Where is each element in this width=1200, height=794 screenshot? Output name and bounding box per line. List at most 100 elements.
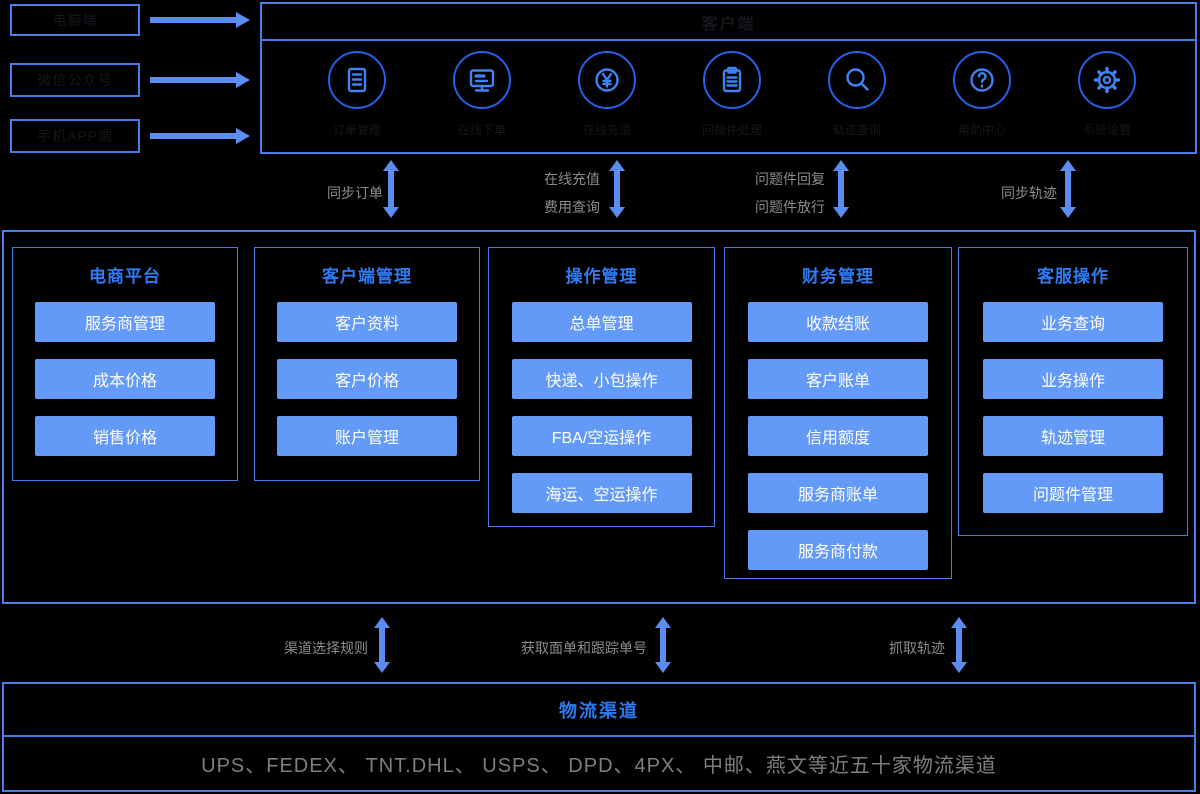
arrow-shaft (838, 169, 844, 209)
arrow-head (383, 207, 399, 218)
column-items: 总单管理 快递、小包操作 FBA/空运操作 海运、空运操作 (489, 302, 714, 513)
help-icon (970, 68, 994, 92)
orders-doc-icon (347, 67, 367, 93)
arrow-head (951, 617, 967, 628)
portal-feature-problem: 问题件处理 (670, 51, 794, 138)
arrow-shaft (150, 77, 237, 83)
client-portal-icon-row: 订单管理 在线下单 (262, 41, 1195, 150)
column-title: 电商平台 (89, 267, 161, 286)
portal-feature-track-query: 轨迹查询 (795, 51, 919, 138)
module-item: 问题件管理 (983, 473, 1163, 513)
column-items: 服务商管理 成本价格 销售价格 (13, 302, 237, 456)
column-title: 操作管理 (565, 267, 638, 286)
double-arrow-recharge (609, 160, 625, 218)
module-item: 总单管理 (511, 302, 692, 342)
module-item: 账户管理 (277, 416, 457, 456)
icon-label: 帮助中心 (957, 123, 1006, 137)
column-title: 客户端管理 (322, 267, 412, 286)
icon-label: 在线充值 (582, 123, 631, 137)
arrow-head (655, 617, 671, 628)
portal-feature-online-order: 在线下单 (420, 51, 544, 138)
source-box-label: 微信公众号 (37, 72, 113, 88)
icon-circle (578, 51, 636, 109)
arrow-shaft (1065, 169, 1071, 209)
column-title: 财务管理 (802, 267, 874, 286)
arrow-head (609, 207, 625, 218)
gear-icon (1093, 66, 1121, 94)
module-item: 收款结账 (748, 302, 928, 342)
right-arrow (150, 72, 250, 88)
arrow-shaft (614, 169, 620, 209)
arrow-head (655, 662, 671, 673)
icon-circle (703, 51, 761, 109)
module-item: 信用额度 (748, 416, 928, 456)
double-arrow-fetch-tracking (951, 617, 967, 673)
logistics-channels-box: 物流渠道 UPS、FEDEX、 TNT.DHL、 USPS、 DPD、4PX、 … (2, 682, 1196, 792)
arrow-shaft (379, 626, 385, 664)
flow-label-problem-release: 问题件放行 (755, 199, 825, 215)
arrow-head (1060, 160, 1076, 171)
column-customer-service: 客服操作 业务查询 业务操作 轨迹管理 问题件管理 (958, 247, 1188, 536)
right-arrow (150, 12, 250, 28)
logistics-carriers-list: UPS、FEDEX、 TNT.DHL、 USPS、 DPD、4PX、 中邮、燕文… (201, 755, 997, 777)
source-box-pc: 电脑端 (10, 4, 140, 36)
portal-feature-settings: 系统设置 (1045, 51, 1169, 138)
yuan-icon (595, 68, 619, 92)
column-items: 业务查询 业务操作 轨迹管理 问题件管理 (959, 302, 1187, 513)
arrow-head (833, 207, 849, 218)
arrow-head (374, 662, 390, 673)
flow-label-fee-query: 费用查询 (544, 199, 600, 215)
module-item: FBA/空运操作 (511, 416, 692, 456)
module-item: 销售价格 (35, 416, 215, 456)
arrow-shaft (660, 626, 666, 664)
arrow-head (609, 160, 625, 171)
clipboard-icon (722, 66, 742, 93)
flow-label-sync-orders: 同步订单 (327, 185, 383, 201)
portal-feature-orders: 订单管理 (295, 51, 419, 138)
double-arrow-get-label (655, 617, 671, 673)
module-item: 快递、小包操作 (511, 359, 692, 399)
logistics-channels-title: 物流渠道 (4, 684, 1194, 737)
icon-label: 在线下单 (457, 123, 506, 137)
column-ecommerce-platform: 电商平台 服务商管理 成本价格 销售价格 (12, 247, 238, 481)
double-arrow-sync-tracking (1060, 160, 1076, 218)
module-item: 成本价格 (35, 359, 215, 399)
module-item: 客户价格 (277, 359, 457, 399)
source-box-app: 手机APP端 (10, 119, 140, 153)
portal-feature-help: 帮助中心 (920, 51, 1044, 138)
client-portal-title: 客户端 (262, 4, 1195, 41)
source-box-label: 手机APP端 (36, 128, 113, 144)
arrow-head (236, 128, 250, 144)
module-item: 服务商付款 (748, 530, 928, 570)
module-item: 海运、空运操作 (511, 473, 692, 513)
double-arrow-sync-orders (383, 160, 399, 218)
search-icon (846, 68, 869, 91)
right-arrow (150, 128, 250, 144)
column-title: 客服操作 (1037, 267, 1109, 286)
monitor-icon (469, 69, 495, 92)
flow-label-get-label-tracking: 获取面单和跟踪单号 (521, 640, 647, 656)
flow-label-problem-reply: 问题件回复 (755, 171, 825, 187)
arrow-head (374, 617, 390, 628)
portal-feature-recharge: 在线充值 (545, 51, 669, 138)
module-item: 客户资料 (277, 302, 457, 342)
arrow-head (1060, 207, 1076, 218)
icon-label: 系统设置 (1082, 123, 1131, 137)
flow-label-channel-rule: 渠道选择规则 (284, 640, 368, 656)
arrow-head (236, 12, 250, 28)
icon-label: 问题件处理 (701, 123, 762, 137)
icon-circle (328, 51, 386, 109)
double-arrow-channel-rule (374, 617, 390, 673)
arrow-head (833, 160, 849, 171)
arrow-head (383, 160, 399, 171)
column-finance-management: 财务管理 收款结账 客户账单 信用额度 服务商账单 服务商付款 (724, 247, 952, 579)
client-portal-box: 客户端 订单管理 (260, 2, 1197, 154)
icon-label: 轨迹查询 (832, 123, 881, 137)
icon-label: 订单管理 (332, 123, 381, 137)
arrow-shaft (388, 169, 394, 209)
arrow-head (236, 72, 250, 88)
arrow-shaft (150, 17, 237, 23)
arrow-shaft (956, 626, 962, 664)
flow-label-sync-tracking: 同步轨迹 (1001, 185, 1057, 201)
module-item: 轨迹管理 (983, 416, 1163, 456)
